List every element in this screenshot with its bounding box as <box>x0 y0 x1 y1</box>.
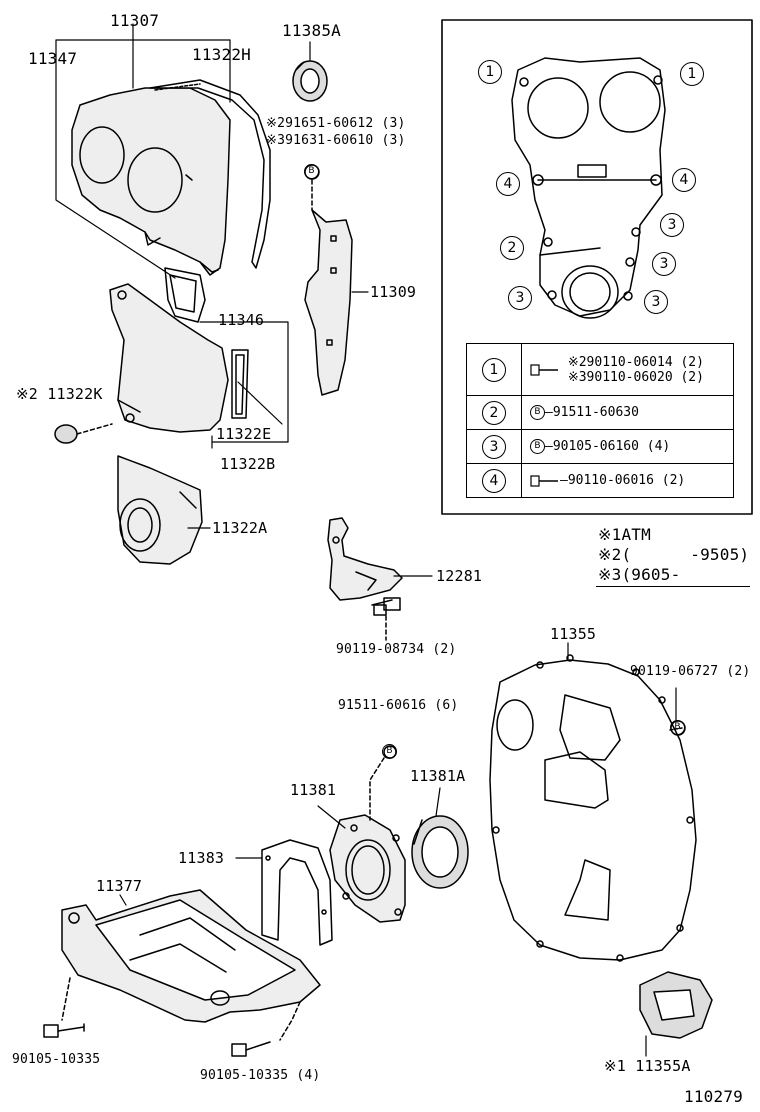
part-label-12281: 12281 <box>436 567 483 585</box>
legend-row: 4 —90110-06016 (2) <box>466 463 734 498</box>
oil-seal-small-drawing <box>292 60 328 102</box>
part-label-11322h: 11322H <box>192 45 251 64</box>
part-label-91511-60616: 91511-60616 (6) <box>338 698 459 713</box>
legend-key-3: 3 <box>482 434 506 459</box>
legend-row: 1 ※290110-06014 (2) ※390110-06020 (2) <box>466 343 734 396</box>
note-3: ※3(9605- ) <box>598 565 760 584</box>
leader-lines <box>55 23 677 1057</box>
oil-seal-retainer-drawing <box>329 745 406 923</box>
legend-3-line: —90105-06160 (4) <box>545 439 671 454</box>
part-label-11355: 11355 <box>550 625 597 643</box>
bolt-note-2: ※391631-60610 (3) <box>266 133 406 148</box>
b-mark-icon: B <box>304 164 319 179</box>
inset-callout-1-left: 1 <box>478 60 502 84</box>
legend-4-line: —90110-06016 (2) <box>560 473 686 488</box>
diagram-id: 110279 <box>684 1087 743 1106</box>
part-label-11322k: ※2 11322K <box>16 385 103 403</box>
oil-seal-large-drawing <box>411 815 469 889</box>
part-label-90105-10335-b: 90105-10335 (4) <box>200 1068 321 1083</box>
b-mark-icon: B <box>530 405 545 420</box>
dust-cover-drawing <box>639 971 713 1039</box>
legend-key-1: 1 <box>482 357 506 382</box>
bracket-drawing <box>327 517 403 641</box>
plug-cap-drawing <box>54 423 113 444</box>
part-label-11355a: ※1 11355A <box>604 1057 691 1075</box>
pan-bolt-drawing <box>43 604 387 1057</box>
b-mark-icon: B <box>530 439 545 454</box>
part-label-11347: 11347 <box>28 49 78 68</box>
part-label-11377: 11377 <box>96 877 143 895</box>
legend-row: 2 B—91511-60630 <box>466 395 734 430</box>
legend-2-line: —91511-60630 <box>545 405 639 420</box>
rear-end-plate-drawing <box>489 654 697 962</box>
part-label-90119-08734: 90119-08734 (2) <box>336 642 457 657</box>
part-label-11309: 11309 <box>370 283 417 301</box>
part-label-11307: 11307 <box>110 11 160 30</box>
part-label-11322b: 11322B <box>220 455 276 473</box>
inset-frame <box>441 19 753 515</box>
inset-callout-4-right: 4 <box>672 168 696 192</box>
inset-callout-4-left: 4 <box>496 172 520 196</box>
inset-gasket-drawing <box>511 57 666 319</box>
timing-cover-upper-drawing <box>71 87 231 276</box>
bolt-note-1: ※291651-60612 (3) <box>266 116 406 131</box>
legend-key-4: 4 <box>482 468 506 493</box>
cover-gasket-drawing <box>149 79 271 269</box>
timing-cover-middle-drawing <box>304 164 353 396</box>
part-label-11346: 11346 <box>218 311 265 329</box>
legend-1-line-1: ※290110-06014 (2) <box>567 354 704 370</box>
note-1: ※1ATM <box>598 525 651 544</box>
part-label-11381: 11381 <box>290 781 337 799</box>
inset-callout-3-b: 3 <box>652 252 676 276</box>
timing-cover-lower-drawing <box>109 267 249 433</box>
inset-callout-3-a: 3 <box>660 213 684 237</box>
b-mark-icon: B <box>670 720 685 735</box>
part-label-11322a: 11322A <box>212 519 268 537</box>
fastener-legend-table: 1 ※290110-06014 (2) ※390110-06020 (2) 2 … <box>466 343 734 498</box>
inset-callout-1-right: 1 <box>680 62 704 86</box>
retainer-gasket-drawing <box>261 839 333 946</box>
bolt-icon <box>530 474 558 487</box>
oil-pan-drawing <box>61 889 321 1041</box>
part-label-11322e: 11322E <box>216 425 272 443</box>
notes-underline <box>596 586 750 587</box>
legend-1-line-2: ※390110-06020 (2) <box>567 369 704 385</box>
cover-plate-drawing <box>117 455 203 565</box>
inset-callout-3-c: 3 <box>508 286 532 310</box>
part-label-11385a: 11385A <box>282 21 341 40</box>
note-2: ※2( -9505) <box>598 545 750 564</box>
inset-callout-2: 2 <box>500 236 524 260</box>
part-label-11381a: 11381A <box>410 767 466 785</box>
legend-key-2: 2 <box>482 400 506 425</box>
part-label-90119-06727: 90119-06727 (2) <box>630 664 751 679</box>
b-mark-icon: B <box>382 744 397 759</box>
inset-callout-3-d: 3 <box>644 290 668 314</box>
legend-row: 3 B—90105-06160 (4) <box>466 429 734 464</box>
bolt-icon <box>530 363 558 376</box>
part-label-11383: 11383 <box>178 849 225 867</box>
part-label-90105-10335-a: 90105-10335 <box>12 1052 101 1067</box>
